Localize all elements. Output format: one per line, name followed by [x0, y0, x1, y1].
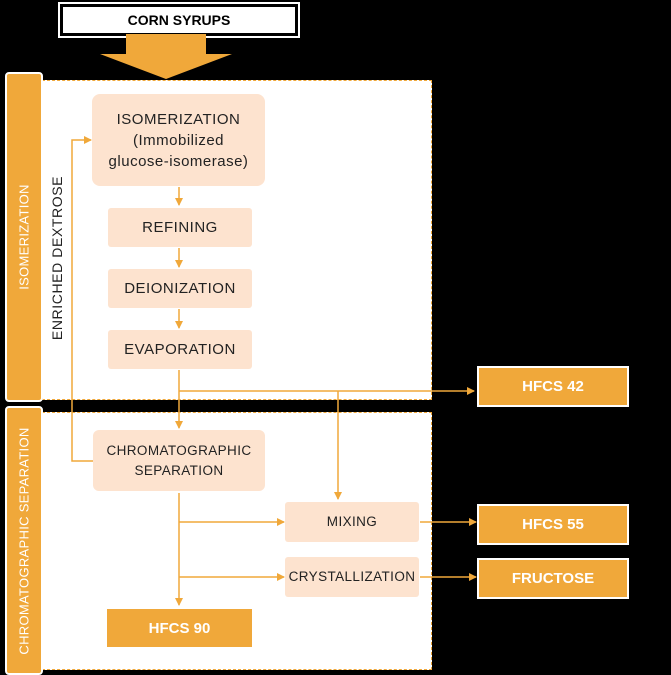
crystallization-label: CRYSTALLIZATION — [288, 569, 416, 584]
enriched-dextrose-label: ENRICHED DEXTROSE — [49, 175, 65, 340]
chromatographic-section-label: CHROMATOGRAPHIC SEPARATION — [5, 406, 43, 675]
fructose-box: FRUCTOSE — [477, 558, 629, 599]
deionization-label: DEIONIZATION — [124, 280, 236, 297]
isomerization-step-line2: (Immobilized — [132, 131, 225, 149]
mixing-label: MIXING — [326, 514, 378, 529]
refining-box: REFINING — [108, 208, 252, 247]
isomerization-step-line1: ISOMERIZATION — [116, 110, 241, 128]
hfcs42-box: HFCS 42 — [477, 366, 629, 407]
refining-label: REFINING — [142, 219, 218, 236]
evaporation-label: EVAPORATION — [124, 341, 236, 358]
fructose-label: FRUCTOSE — [511, 570, 595, 587]
chromato-label-line1: CHROMATOGRAPHIC — [106, 442, 252, 458]
mixing-box: MIXING — [285, 502, 419, 542]
enriched-dextrose-label-wrap: ENRICHED DEXTROSE — [44, 160, 70, 355]
input-big-arrow — [100, 34, 232, 79]
isomerization-step-line3: glucose-isomerase) — [108, 152, 249, 170]
evaporation-box: EVAPORATION — [108, 330, 252, 369]
hfcs90-label: HFCS 90 — [148, 619, 211, 637]
corn-syrups-label: CORN SYRUPS — [127, 12, 231, 28]
crystallization-box: CRYSTALLIZATION — [285, 557, 419, 597]
hfcs42-label: HFCS 42 — [522, 378, 584, 395]
chromatographic-box: CHROMATOGRAPHIC SEPARATION — [93, 430, 265, 491]
hfcs90-box: HFCS 90 — [107, 609, 252, 647]
hfcs55-box: HFCS 55 — [477, 504, 629, 545]
isomerization-box: ISOMERIZATION (Immobilized glucose-isome… — [92, 94, 265, 186]
isomerization-section-label: ISOMERIZATION — [5, 72, 43, 402]
deionization-box: DEIONIZATION — [108, 269, 252, 308]
enriched-dextrose-loop — [71, 136, 93, 462]
chromato-label-line2: SEPARATION — [134, 462, 224, 478]
hfcs55-label: HFCS 55 — [522, 516, 584, 533]
